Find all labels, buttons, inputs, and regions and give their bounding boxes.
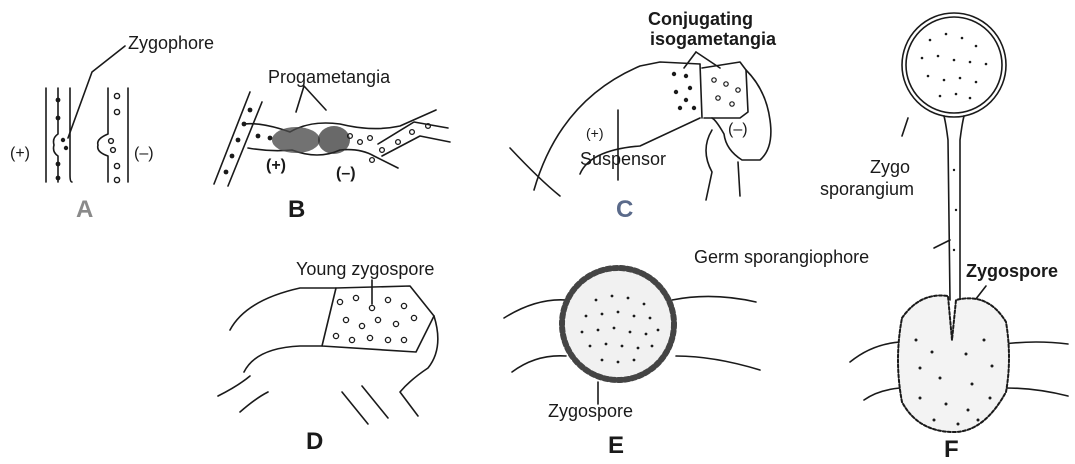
label-sporangium: sporangium bbox=[820, 180, 914, 198]
panel-label-d: D bbox=[306, 430, 323, 454]
panel-b-vacuoles bbox=[348, 124, 431, 163]
label-minus-a: (–) bbox=[134, 146, 154, 162]
panel-d-drawing bbox=[218, 280, 438, 424]
panel-a-vacuoles bbox=[109, 93, 120, 182]
label-plus-c: (+) bbox=[586, 126, 604, 140]
progametangium-minus-shading bbox=[318, 126, 350, 154]
panel-label-b: B bbox=[288, 198, 305, 222]
panel-c-vacuoles bbox=[712, 78, 740, 106]
panel-label-c: C bbox=[616, 198, 633, 222]
panel-c-granules bbox=[672, 72, 696, 110]
germinating-zygospore-f bbox=[898, 295, 1009, 432]
panel-d-spores bbox=[333, 295, 416, 342]
label-zygospore-f: Zygospore bbox=[966, 262, 1058, 280]
label-zygo: Zygo bbox=[870, 158, 910, 176]
label-germ-sporangiophore: Germ sporangiophore bbox=[694, 248, 869, 266]
label-suspensor: Suspensor bbox=[580, 150, 666, 168]
panel-label-a: A bbox=[76, 198, 93, 222]
label-zygospore-e: Zygospore bbox=[548, 402, 633, 420]
panel-label-e: E bbox=[608, 434, 624, 458]
label-conjugating: Conjugating bbox=[648, 10, 753, 28]
label-isogametangia: isogametangia bbox=[650, 30, 776, 48]
progametangium-plus-shading bbox=[272, 127, 320, 153]
panel-label-f: F bbox=[944, 438, 959, 462]
label-minus-b: (–) bbox=[336, 166, 356, 182]
label-minus-c: (–) bbox=[728, 122, 748, 138]
label-progametangia: Progametangia bbox=[268, 68, 390, 86]
label-zygophore: Zygophore bbox=[128, 34, 214, 52]
label-plus-a: (+) bbox=[10, 146, 30, 162]
zygosporangium-head bbox=[902, 13, 1006, 117]
label-young-zygospore: Young zygospore bbox=[296, 260, 434, 278]
label-plus-b: (+) bbox=[266, 158, 286, 174]
